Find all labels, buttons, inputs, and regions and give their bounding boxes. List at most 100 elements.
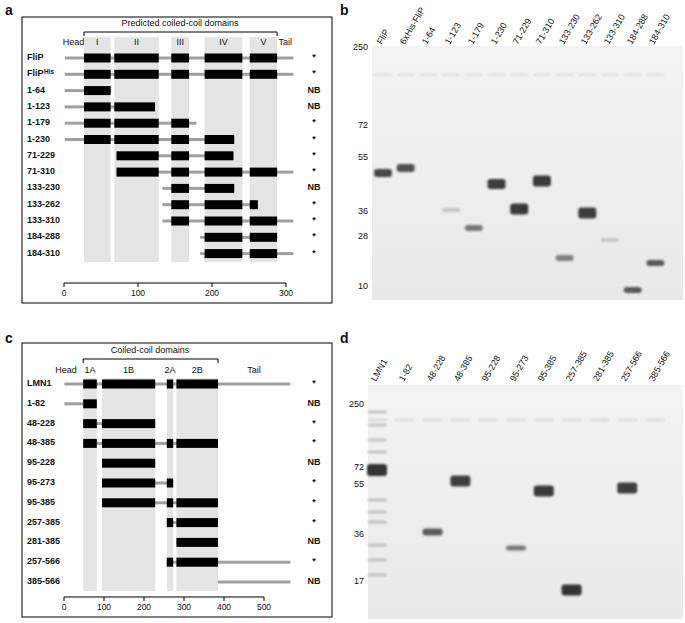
lane-label: 1-64 bbox=[421, 26, 439, 47]
coiled-coil-bar bbox=[171, 184, 189, 193]
binding-result: NB bbox=[308, 86, 321, 96]
coiled-coil-bar bbox=[176, 518, 218, 527]
axis-line bbox=[64, 283, 286, 284]
coiled-coil-bar bbox=[102, 498, 155, 507]
coiled-coil-bar bbox=[114, 119, 158, 128]
faint-band bbox=[397, 74, 415, 77]
coiled-coil-bar bbox=[171, 119, 189, 128]
coiled-coil-bar bbox=[83, 399, 97, 408]
binding-result: * bbox=[312, 53, 316, 63]
coiled-coil-bar bbox=[84, 86, 111, 95]
protein-band bbox=[506, 546, 526, 551]
protein-band bbox=[510, 204, 528, 215]
protein-band bbox=[367, 464, 387, 476]
faint-band bbox=[367, 521, 387, 524]
binding-result: * bbox=[312, 216, 316, 226]
coiled-coil-bar bbox=[117, 151, 159, 160]
construct-name: LMN1 bbox=[27, 379, 52, 389]
marker-size: 10 bbox=[358, 282, 368, 292]
lane-label: 133-262 bbox=[580, 13, 605, 47]
coiled-coil-bar bbox=[102, 439, 155, 448]
lane-label: FliP bbox=[376, 28, 392, 46]
domain-label: 1B bbox=[123, 366, 134, 376]
construct-name: 71-229 bbox=[27, 151, 55, 161]
coiled-coil-bar bbox=[205, 200, 243, 209]
domain-label: II bbox=[134, 38, 139, 48]
faint-band bbox=[624, 74, 642, 77]
coiled-coil-bar bbox=[205, 135, 235, 144]
binding-result: NB bbox=[308, 537, 321, 547]
axis-tick bbox=[64, 283, 65, 287]
faint-band bbox=[367, 499, 387, 502]
faint-band bbox=[450, 419, 470, 422]
domain-label: V bbox=[260, 38, 266, 48]
coiled-coil-bar bbox=[171, 70, 189, 79]
faint-band bbox=[367, 511, 387, 514]
marker-size: 250 bbox=[349, 400, 364, 410]
lane-label: 133-310 bbox=[603, 13, 628, 47]
faint-band bbox=[533, 74, 551, 77]
faint-band bbox=[589, 419, 609, 422]
axis-tick bbox=[104, 597, 105, 601]
axis-tick bbox=[184, 597, 185, 601]
header-bracket bbox=[83, 359, 218, 363]
binding-result: NB bbox=[308, 183, 321, 193]
faint-band bbox=[534, 419, 554, 422]
binding-result: NB bbox=[308, 102, 321, 112]
faint-band bbox=[367, 451, 387, 454]
coiled-coil-bar bbox=[114, 135, 158, 144]
protein-band bbox=[601, 238, 619, 242]
coiled-coil-bar bbox=[250, 54, 277, 63]
faint-band bbox=[423, 419, 443, 422]
binding-result: * bbox=[312, 557, 316, 567]
coiled-coil-bar bbox=[171, 135, 189, 144]
panel-letter: a bbox=[5, 3, 13, 18]
coiled-coil-bar bbox=[250, 200, 258, 209]
panel-frame bbox=[22, 17, 332, 303]
marker-size: 55 bbox=[354, 480, 364, 490]
coiled-coil-bar bbox=[167, 518, 173, 527]
protein-band bbox=[423, 529, 443, 536]
coiled-coil-bar bbox=[167, 558, 173, 567]
coiled-coil-bar bbox=[205, 184, 235, 193]
construct-name: FliP bbox=[27, 53, 44, 63]
binding-result: * bbox=[312, 118, 316, 128]
coiled-coil-bar bbox=[102, 479, 155, 488]
faint-band bbox=[510, 74, 528, 77]
protein-band bbox=[624, 287, 642, 293]
construct-name: 1-123 bbox=[27, 102, 50, 112]
domain-header: Predicted coiled-coil domains bbox=[121, 19, 238, 29]
faint-band bbox=[367, 419, 387, 422]
construct-name: 1-230 bbox=[27, 135, 50, 145]
domain-label: 1A bbox=[84, 366, 95, 376]
construct-name: FliP bbox=[27, 69, 44, 79]
coiled-coil-bar bbox=[114, 70, 158, 79]
coiled-coil-bar bbox=[250, 168, 277, 177]
protein-band bbox=[534, 486, 554, 497]
coiled-coil-bar bbox=[167, 380, 173, 389]
domain-shading bbox=[114, 37, 158, 262]
coiled-coil-bar bbox=[84, 135, 111, 144]
coiled-coil-bar bbox=[176, 558, 218, 567]
construct-name: 184-288 bbox=[27, 232, 60, 242]
faint-band bbox=[601, 74, 619, 77]
lane-label: 133-230 bbox=[557, 13, 582, 47]
protein-band bbox=[646, 260, 664, 266]
protein-band bbox=[465, 225, 483, 231]
lane-label: 71-229 bbox=[512, 17, 535, 46]
lane-label: 95-228 bbox=[481, 354, 504, 383]
coiled-coil-bar bbox=[205, 151, 234, 160]
axis-tick bbox=[286, 283, 287, 287]
coiled-coil-bar bbox=[102, 380, 155, 389]
protein-band bbox=[556, 255, 574, 261]
marker-size: 72 bbox=[358, 121, 368, 131]
binding-result: * bbox=[312, 419, 316, 429]
faint-band bbox=[395, 419, 415, 422]
faint-band bbox=[374, 74, 392, 77]
lane-label: 48-385 bbox=[453, 354, 476, 383]
axis-tick bbox=[144, 597, 145, 601]
axis-tick bbox=[212, 283, 213, 287]
axis-tick-label: 0 bbox=[62, 289, 67, 298]
axis-tick-label: 100 bbox=[97, 603, 111, 612]
lane-label: 257-385 bbox=[564, 350, 589, 384]
